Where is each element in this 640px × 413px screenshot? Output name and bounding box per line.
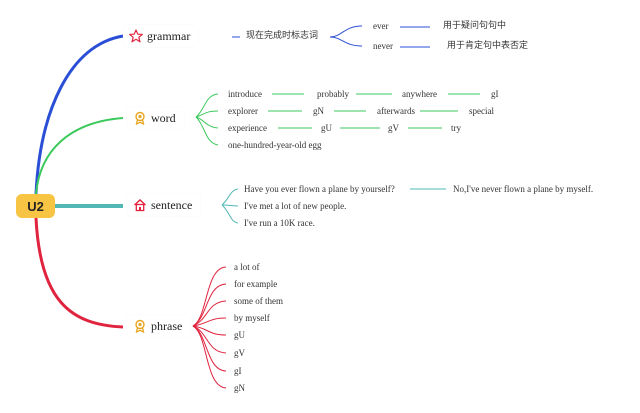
word-item[interactable]: gV (388, 123, 399, 133)
sentence-item[interactable]: I've met a lot of new people. (244, 201, 347, 211)
phrase-item[interactable]: by myself (234, 313, 270, 323)
topic-word-label: word (151, 110, 176, 125)
grammar-never-desc[interactable]: 用于肯定句中表否定 (447, 41, 529, 51)
topic-phrase[interactable]: phrase (127, 315, 191, 337)
phrase-item[interactable]: gI (234, 366, 242, 376)
branch-phrase (34, 217, 124, 329)
topic-phrase-label: phrase (151, 318, 183, 333)
root-label: U2 (27, 198, 44, 214)
phrase-item[interactable]: gU (234, 330, 245, 340)
phrase-item[interactable]: a lot of (234, 262, 260, 272)
sentence-question[interactable]: Have you ever flown a plane by yourself? (244, 184, 395, 194)
word-item[interactable]: experience (228, 123, 267, 133)
topic-word[interactable]: word (127, 107, 184, 129)
word-item[interactable]: try (451, 123, 461, 133)
word-item[interactable]: one-hundred-year-old egg (228, 140, 322, 150)
root-node[interactable]: U2 (16, 194, 55, 218)
badge-icon (133, 319, 147, 333)
sentence-answer[interactable]: No,I've never flown a plane by myself. (453, 184, 594, 194)
star-icon (129, 29, 143, 43)
sentence-item[interactable]: I've run a 10K race. (244, 218, 315, 228)
branch-grammar (34, 34, 124, 195)
topic-grammar-label: grammar (147, 28, 191, 43)
word-item[interactable]: special (469, 106, 494, 116)
grammar-never[interactable]: never (373, 41, 393, 51)
topic-grammar[interactable]: grammar (123, 25, 199, 47)
phrase-item[interactable]: some of them (234, 296, 283, 306)
phrase-item[interactable]: for example (234, 279, 278, 289)
word-item[interactable]: gU (321, 123, 332, 133)
phrase-item[interactable]: gN (234, 383, 245, 393)
topic-sentence-label: sentence (151, 197, 193, 212)
topic-sentence[interactable]: sentence (127, 194, 201, 216)
branch-word (35, 117, 124, 195)
word-item[interactable]: gI (491, 89, 499, 99)
word-item[interactable]: gN (313, 106, 324, 116)
word-item[interactable]: afterwards (377, 106, 415, 116)
word-item[interactable]: anywhere (402, 89, 437, 99)
badge-icon (133, 111, 147, 125)
word-item[interactable]: explorer (228, 106, 258, 116)
grammar-ever[interactable]: ever (373, 21, 389, 31)
grammar-node[interactable]: 现在完成时标志词 (246, 31, 319, 41)
grammar-ever-desc[interactable]: 用于疑问句句中 (443, 21, 507, 31)
word-item[interactable]: introduce (228, 89, 262, 99)
word-item[interactable]: probably (317, 89, 349, 99)
phrase-item[interactable]: gV (234, 348, 245, 358)
house-icon (133, 198, 147, 212)
